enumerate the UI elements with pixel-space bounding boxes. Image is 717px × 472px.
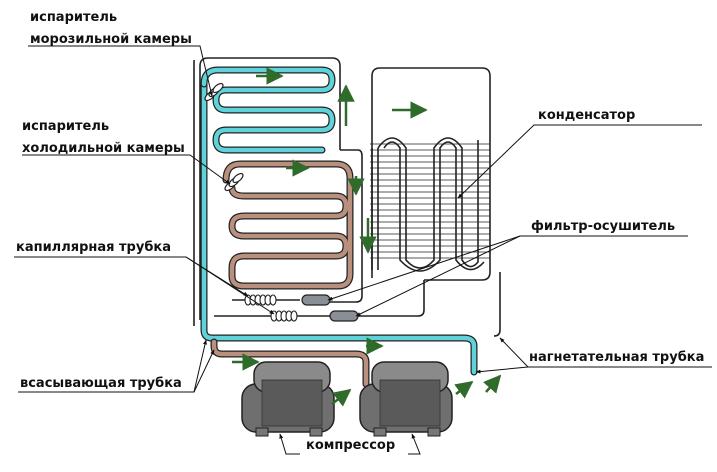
fridge-evaporator [210, 160, 370, 388]
label-condenser: конденсатор [538, 108, 636, 123]
compressor-left [241, 361, 335, 437]
label-capillary-tube: капиллярная трубка [16, 240, 171, 255]
filter-drier-units [301, 294, 359, 322]
condenser-down-line [356, 280, 425, 317]
leader-compressor-left [279, 433, 300, 455]
discharge-line [493, 272, 501, 337]
label-freezer-evaporator-line2: морозильной камеры [30, 32, 192, 47]
leader-filter-drier [327, 235, 688, 301]
condenser-inner-loop [371, 67, 381, 278]
leader-freezer-evaporator [28, 45, 213, 97]
label-discharge-tube: нагнетательная трубка [529, 350, 705, 365]
label-filter-drier: фильтр-осушитель [531, 219, 676, 234]
condenser-coil [371, 137, 485, 272]
capillary-coils-bottom [244, 294, 298, 322]
leader-capillary [14, 256, 249, 297]
leader-condenser [457, 124, 702, 199]
label-compressor: компрессор [306, 438, 396, 453]
flow-arrow [483, 374, 502, 394]
flow-arrows [232, 67, 502, 407]
filter-drier-lower [329, 310, 359, 322]
leader-filter-drier-2 [355, 235, 521, 317]
leader-suction-2 [193, 349, 215, 393]
label-fridge-evaporator-line1: испаритель [22, 119, 110, 134]
condenser [356, 67, 501, 337]
leader-fridge-evaporator [22, 154, 231, 185]
condenser-fins [370, 143, 490, 259]
leader-lines [14, 45, 712, 455]
flow-arrow [331, 388, 352, 407]
compressor-right [359, 361, 453, 437]
label-freezer-evaporator-line1: испаритель [30, 10, 118, 25]
label-fridge-evaporator-line2: холодильной камеры [22, 141, 185, 156]
filter-drier-upper [301, 294, 331, 306]
leader-discharge-2 [475, 366, 529, 374]
leader-compressor-right [408, 433, 421, 455]
leader-capillary-2 [185, 256, 275, 315]
label-suction-tube: всасывающая трубка [20, 376, 182, 391]
freezer-evaporator [200, 66, 478, 376]
flow-arrow [454, 380, 474, 399]
